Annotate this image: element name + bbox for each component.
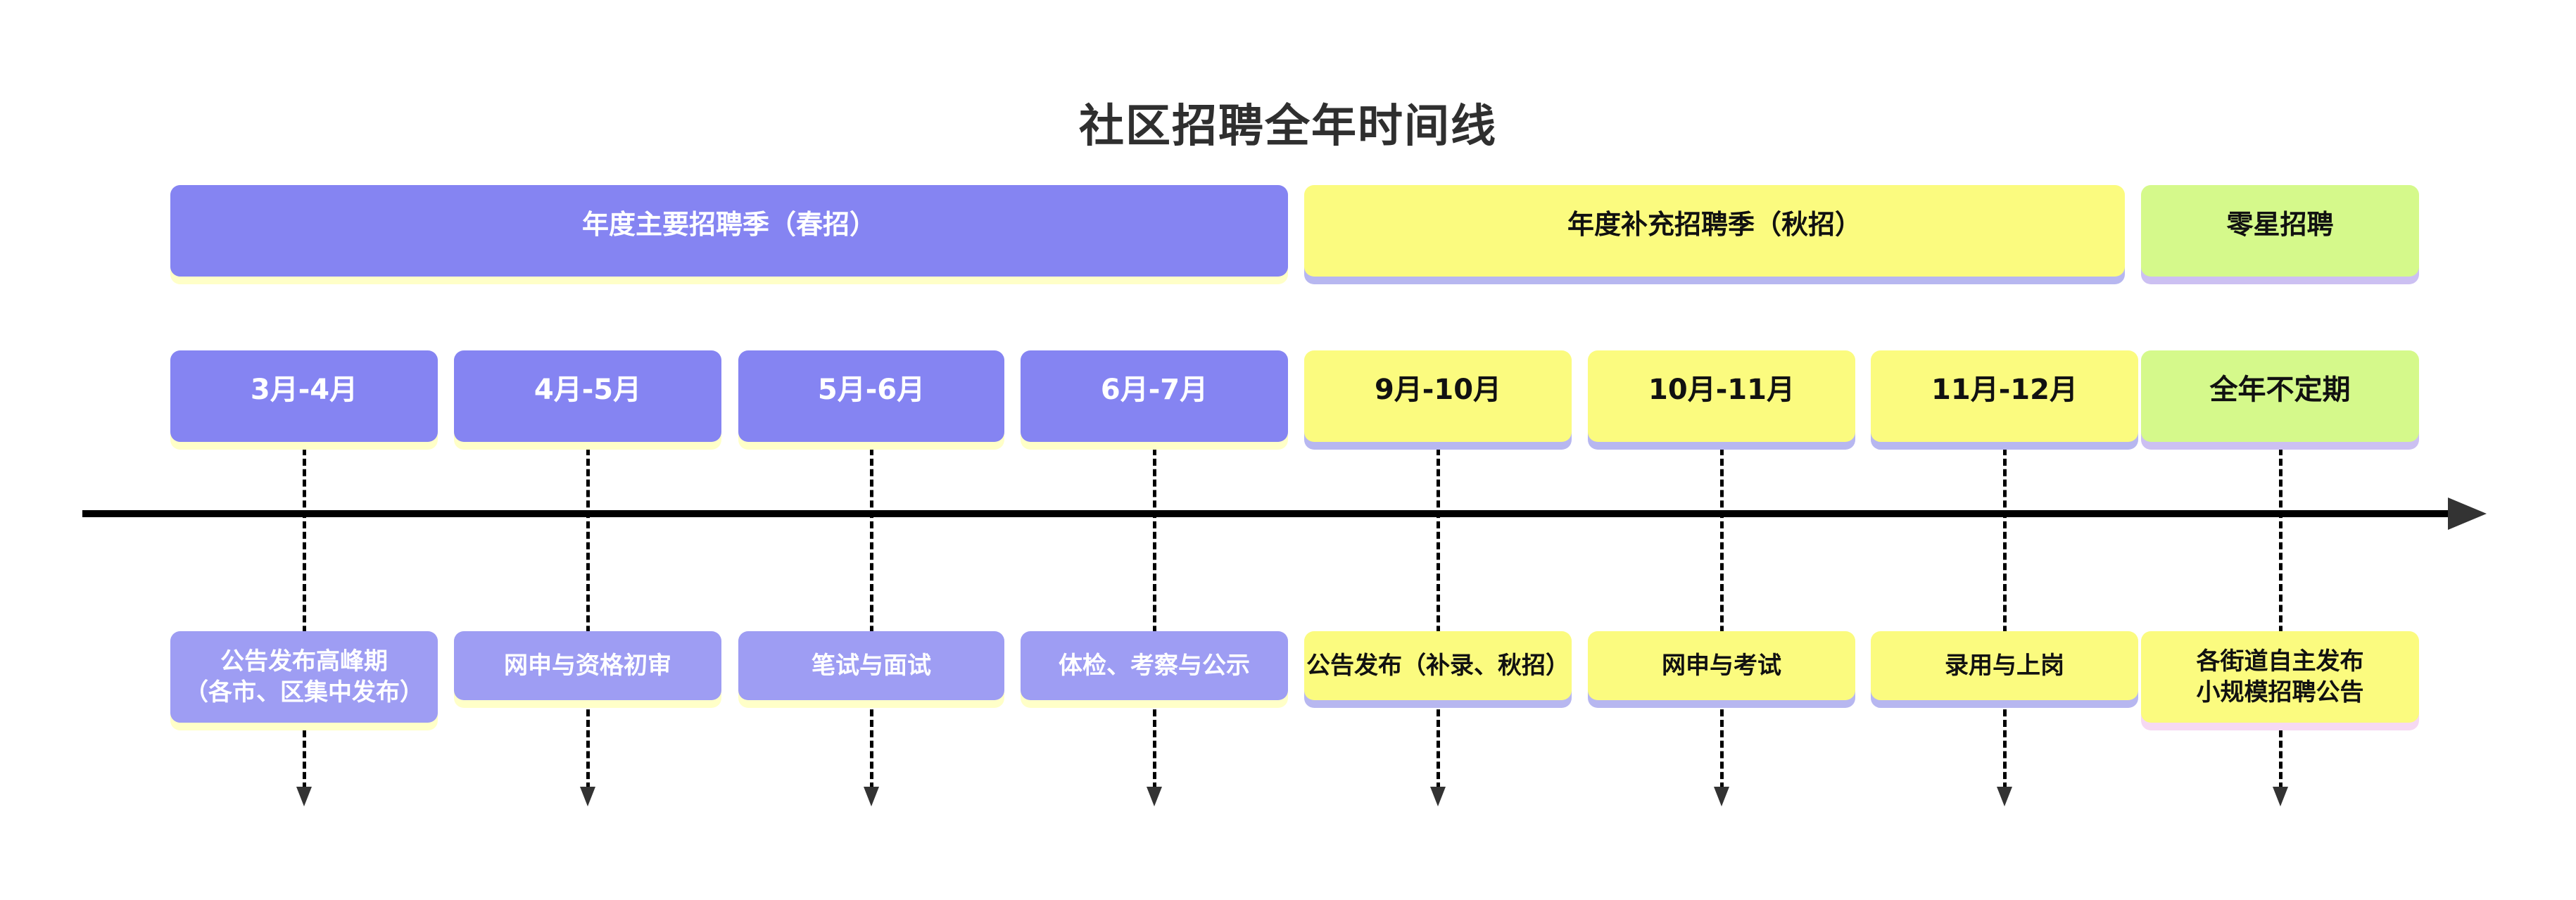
month-box-1: 3月-4月 bbox=[170, 350, 438, 442]
month-box-3: 5月-6月 bbox=[738, 350, 1004, 442]
month-label: 10月-11月 bbox=[1648, 374, 1795, 406]
phase-label: 零星招聘 bbox=[2226, 208, 2334, 240]
month-label: 9月-10月 bbox=[1374, 374, 1502, 406]
phase-bar-spring: 年度主要招聘季（春招） bbox=[170, 185, 1288, 277]
down-arrowhead-icon bbox=[1430, 787, 1446, 806]
dashed-connector bbox=[1437, 448, 1440, 790]
down-arrowhead-icon bbox=[1147, 787, 1162, 806]
activity-line: 公告发布（补录、秋招） bbox=[1306, 651, 1570, 680]
activity-line: 公告发布高峰期 bbox=[220, 647, 388, 676]
activity-box-5: 公告发布（补录、秋招） bbox=[1304, 631, 1572, 700]
month-box-2: 4月-5月 bbox=[454, 350, 721, 442]
activity-line: 网申与资格初审 bbox=[504, 651, 671, 680]
activity-box-1: 公告发布高峰期 （各市、区集中发布） bbox=[170, 631, 438, 723]
dashed-connector bbox=[303, 448, 306, 790]
month-box-8: 全年不定期 bbox=[2141, 350, 2419, 442]
dashed-connector bbox=[1720, 448, 1724, 790]
dashed-connector bbox=[586, 448, 590, 790]
timeline-axis bbox=[82, 510, 2453, 517]
month-label: 全年不定期 bbox=[2209, 374, 2351, 406]
phase-label: 年度主要招聘季（春招） bbox=[581, 208, 876, 240]
activity-line: 体检、考察与公示 bbox=[1059, 651, 1250, 680]
month-box-5: 9月-10月 bbox=[1304, 350, 1572, 442]
dashed-connector bbox=[2279, 448, 2283, 790]
activity-line: 录用与上岗 bbox=[1945, 651, 2064, 680]
activity-box-7: 录用与上岗 bbox=[1871, 631, 2138, 700]
dashed-connector bbox=[1153, 448, 1156, 790]
timeline-arrowhead-icon bbox=[2448, 497, 2487, 530]
down-arrowhead-icon bbox=[580, 787, 595, 806]
month-box-4: 6月-7月 bbox=[1021, 350, 1288, 442]
month-box-6: 10月-11月 bbox=[1588, 350, 1855, 442]
phase-bar-sporadic: 零星招聘 bbox=[2141, 185, 2419, 277]
activity-box-3: 笔试与面试 bbox=[738, 631, 1004, 700]
activity-line: 各街道自主发布 bbox=[2196, 647, 2364, 676]
diagram-title: 社区招聘全年时间线 bbox=[1079, 101, 1497, 153]
activity-box-6: 网申与考试 bbox=[1588, 631, 1855, 700]
month-box-7: 11月-12月 bbox=[1871, 350, 2138, 442]
dashed-connector bbox=[870, 448, 873, 790]
month-label: 4月-5月 bbox=[533, 374, 642, 406]
down-arrowhead-icon bbox=[1714, 787, 1729, 806]
activity-box-4: 体检、考察与公示 bbox=[1021, 631, 1288, 700]
month-label: 3月-4月 bbox=[250, 374, 358, 406]
phase-bar-fall: 年度补充招聘季（秋招） bbox=[1304, 185, 2125, 277]
down-arrowhead-icon bbox=[2273, 787, 2288, 806]
down-arrowhead-icon bbox=[1997, 787, 2012, 806]
phase-label: 年度补充招聘季（秋招） bbox=[1567, 208, 1862, 240]
dashed-connector bbox=[2003, 448, 2007, 790]
activity-line: 笔试与面试 bbox=[812, 651, 931, 680]
down-arrowhead-icon bbox=[296, 787, 312, 806]
month-label: 11月-12月 bbox=[1931, 374, 2078, 406]
activity-line: 网申与考试 bbox=[1662, 651, 1781, 680]
month-label: 6月-7月 bbox=[1100, 374, 1208, 406]
month-label: 5月-6月 bbox=[817, 374, 926, 406]
down-arrowhead-icon bbox=[864, 787, 879, 806]
activity-line: 小规模招聘公告 bbox=[2196, 678, 2364, 706]
activity-line: （各市、区集中发布） bbox=[184, 678, 424, 706]
activity-box-2: 网申与资格初审 bbox=[454, 631, 721, 700]
activity-box-8: 各街道自主发布 小规模招聘公告 bbox=[2141, 631, 2419, 723]
